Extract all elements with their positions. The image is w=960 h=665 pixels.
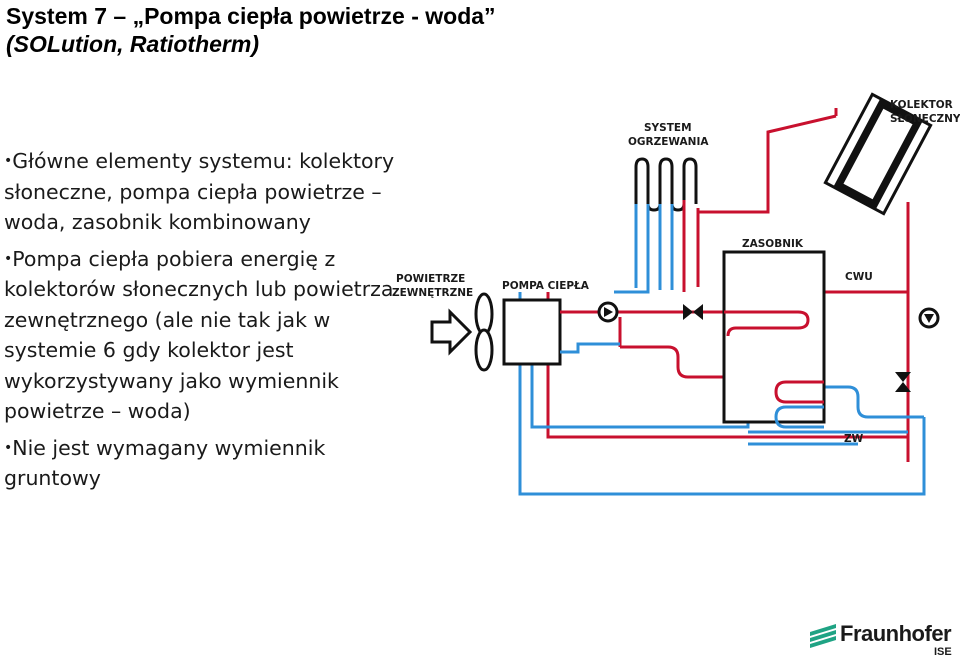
label-cwu: CWU (845, 271, 873, 283)
system-diagram: SYSTEM OGRZEWANIA KOLEKTOR SŁONECZNY ZAS… (392, 92, 960, 496)
three-way-valve-icon (683, 304, 703, 320)
label-zw: ZW (844, 433, 864, 445)
fraunhofer-logo: Fraunhofer ISE (810, 620, 955, 662)
bullet-item: •Nie jest wymagany wymiennik gruntowy (4, 435, 326, 491)
logo-name: Fraunhofer (840, 621, 952, 646)
solar-pump-icon (918, 307, 940, 329)
bullet-item: •Główne elementy systemu: kolektory słon… (4, 149, 395, 234)
tank-solar-coil (774, 380, 824, 404)
tank-cold-coil (774, 405, 824, 429)
heating-coil (634, 157, 698, 212)
fan-icon (474, 292, 494, 372)
title-line-2: (SOLution, Ratiotherm) (6, 31, 259, 57)
solar-valve-icon (895, 372, 911, 392)
label-system-ogrzewania-2: OGRZEWANIA (628, 136, 709, 148)
tank-hot-coil (724, 310, 810, 337)
label-kolektor-2: SŁONECZNY (890, 113, 960, 125)
bullet-list: •Główne elementy systemu: kolektory słon… (4, 146, 399, 500)
label-zasobnik: ZASOBNIK (742, 238, 804, 250)
logo-sub: ISE (934, 646, 952, 658)
bullet-item: •Pompa ciepła pobiera energię z kolektor… (4, 246, 394, 424)
circulation-pump-icon (597, 301, 619, 323)
label-powietrze: POWIETRZE (396, 273, 465, 285)
label-powietrze-2: ZEWNĘTRZNE (392, 287, 473, 299)
label-system-ogrzewania: SYSTEM (644, 122, 692, 134)
slide-title: System 7 – „Pompa ciepła powietrze - wod… (6, 2, 496, 58)
heat-pump-box (502, 298, 562, 366)
label-pompa: POMPA CIEPŁA (502, 280, 590, 292)
solar-collector (823, 92, 933, 216)
pump-return-pipe (560, 342, 620, 354)
air-arrow-icon (430, 308, 473, 356)
fraunhofer-logo-icon (810, 624, 836, 648)
cold-pipes (518, 204, 926, 496)
title-line-1: System 7 – „Pompa ciepła powietrze - wod… (6, 3, 496, 29)
label-kolektor: KOLEKTOR (890, 99, 953, 111)
storage-tank (722, 250, 826, 424)
